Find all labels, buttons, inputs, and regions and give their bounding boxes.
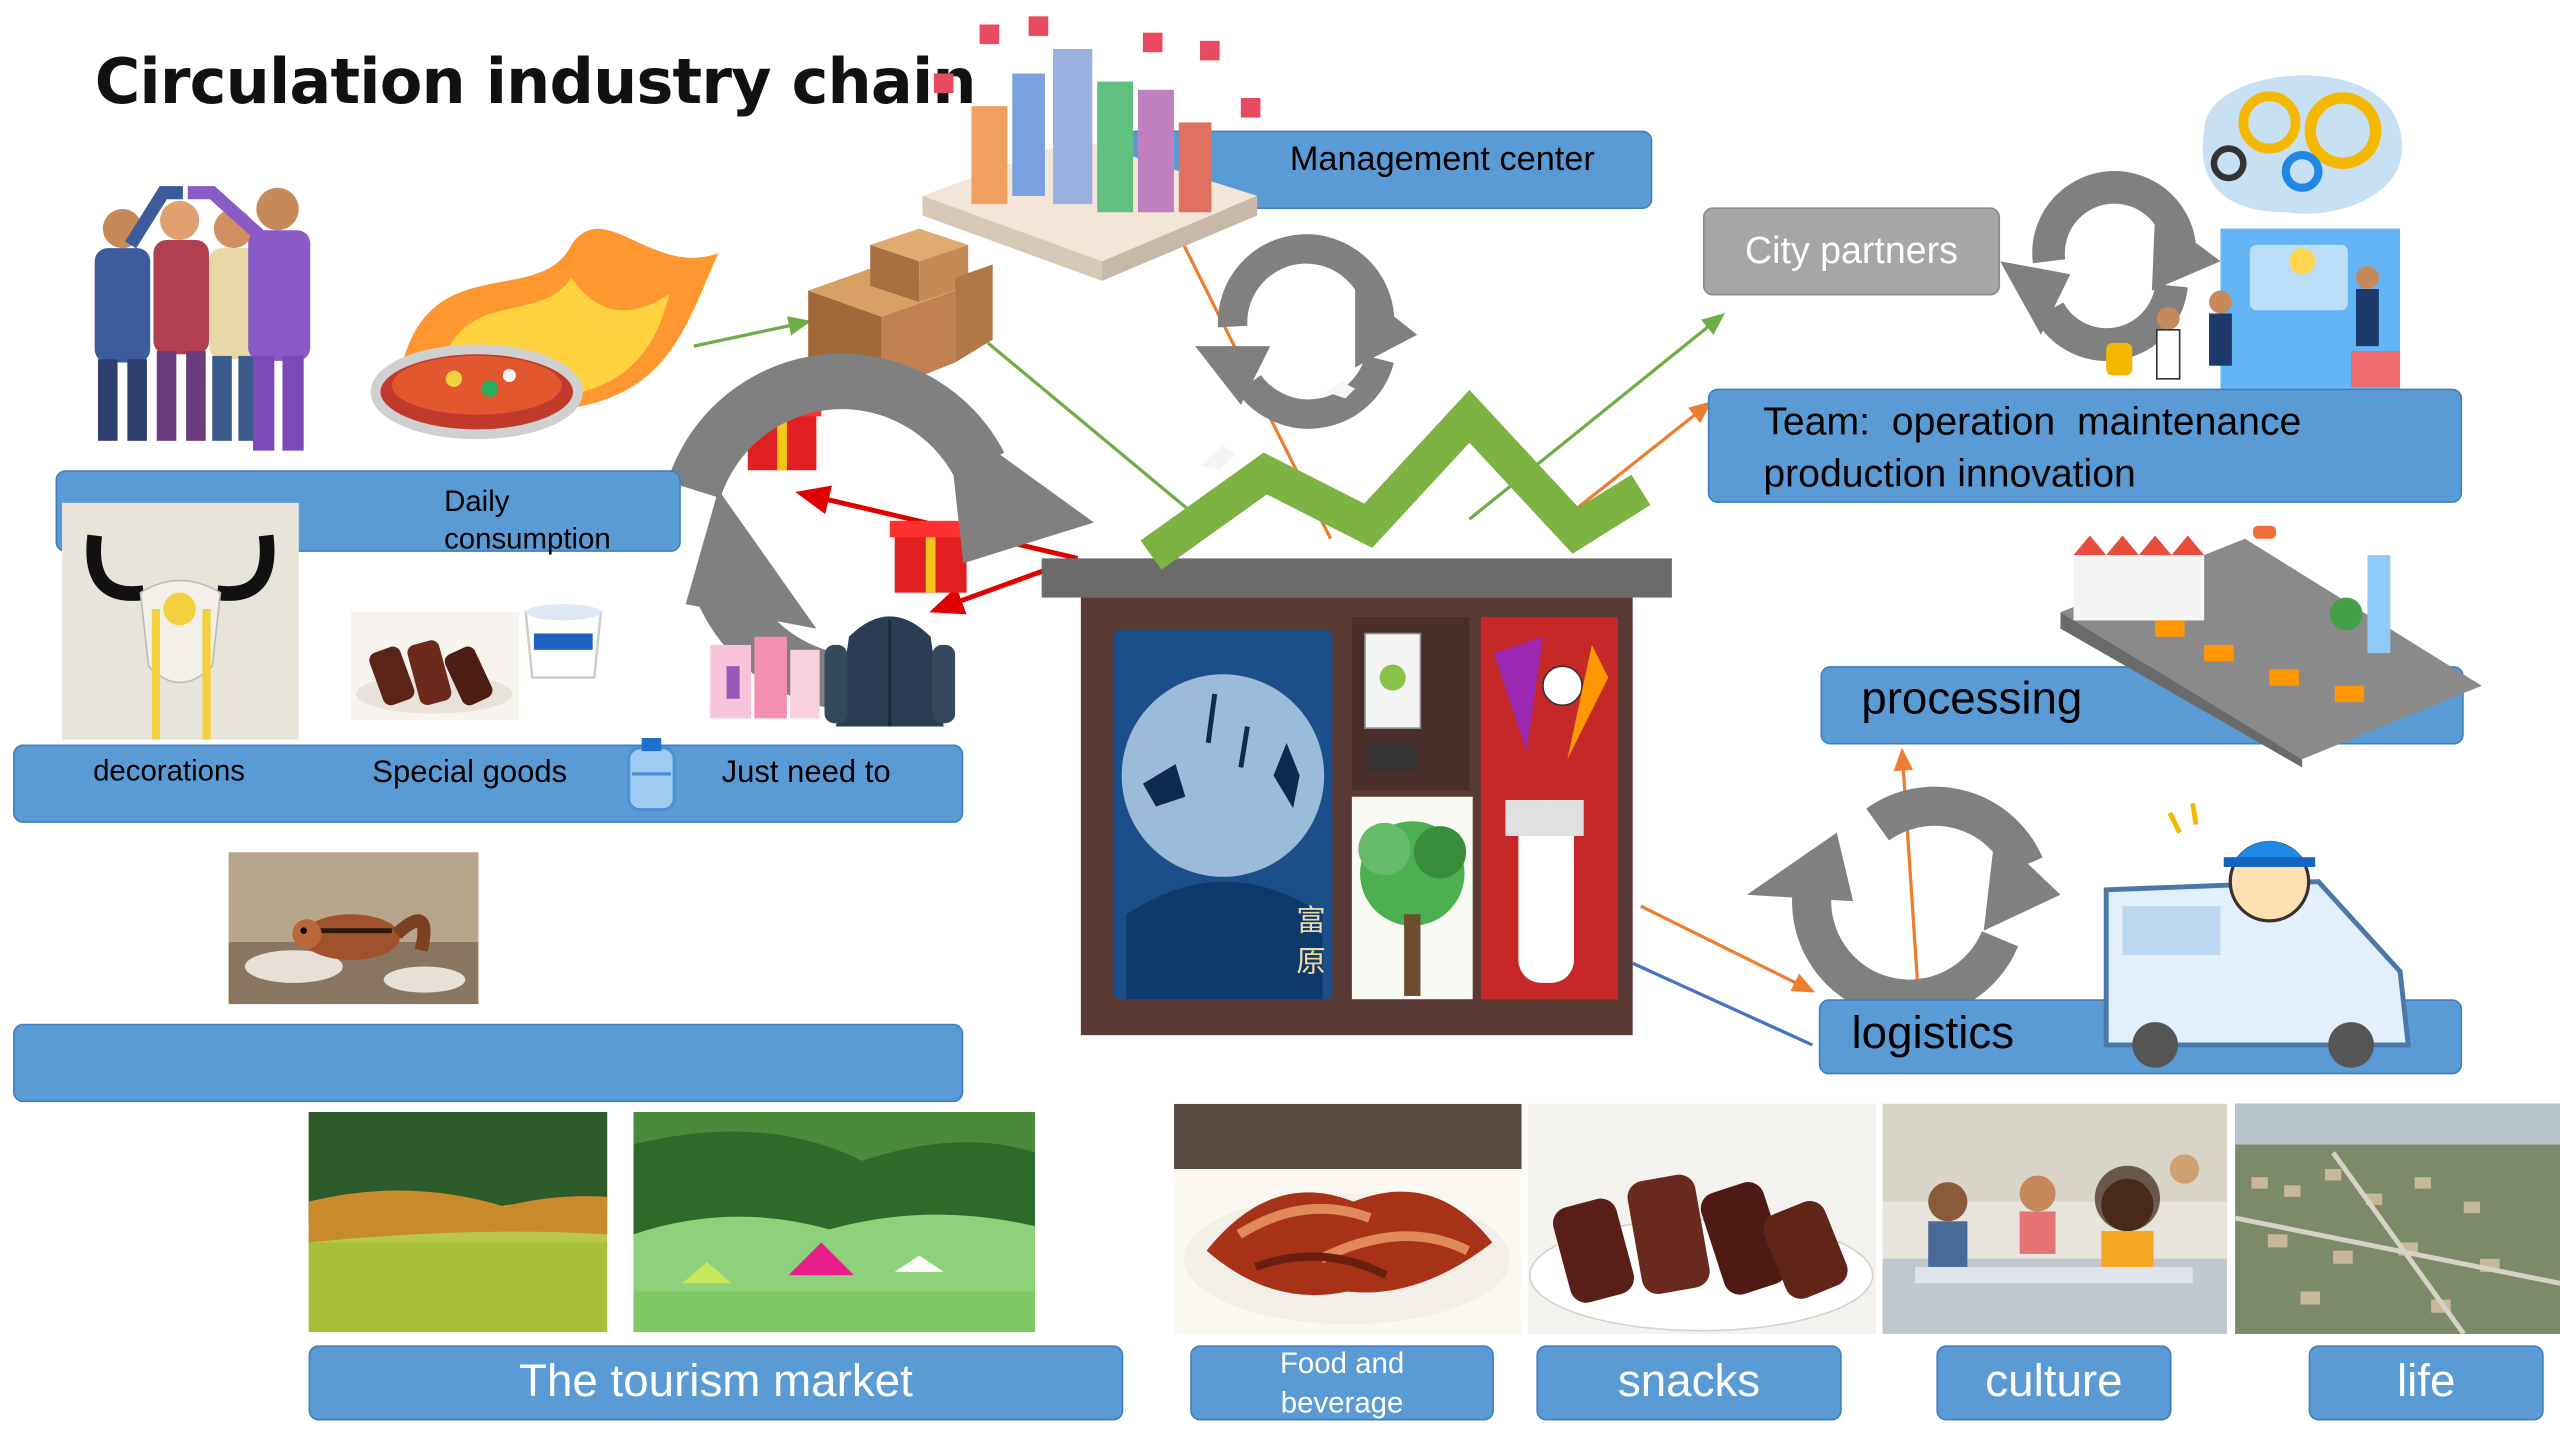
daily-consumption-label-line1: Daily <box>444 484 510 518</box>
culture-label: culture <box>1985 1355 2123 1406</box>
processing-label: processing <box>1861 672 2083 724</box>
meadow-photo <box>308 1111 608 1333</box>
snacks-box <box>1536 1345 1842 1421</box>
camping-photo <box>633 1111 1036 1333</box>
logistics-label: logistics <box>1851 1007 2015 1058</box>
food-beverage-label-line2: beverage <box>1280 1386 1404 1419</box>
culture-box <box>1936 1345 2172 1421</box>
line-boxes-to-kiosk <box>986 341 1202 521</box>
team-box <box>1707 388 2463 503</box>
classroom-photo <box>1882 1103 2228 1334</box>
goods-box <box>13 744 964 823</box>
line-kiosk-to-logistics-blue <box>1632 961 1813 1047</box>
team-label-line1: Team: operation maintenance <box>1763 400 2302 445</box>
svg-text:原: 原 <box>1296 944 1325 978</box>
arrow-kiosk-to-team <box>1558 401 1712 524</box>
arrow-hotpot-to-boxes <box>693 316 812 348</box>
city-partners-box <box>1702 207 2001 296</box>
tourism-market-label: The tourism market <box>519 1355 913 1406</box>
empty-bar-box <box>13 1023 964 1103</box>
management-center-label: Management center <box>1289 140 1595 178</box>
tourism-market-box <box>308 1345 1124 1421</box>
jerky-photo <box>1528 1103 1876 1334</box>
team-label-line2: production innovation <box>1763 452 2136 497</box>
city-partners-label: City partners <box>1745 228 1958 272</box>
jerky-icon <box>351 612 520 721</box>
svg-text:富: 富 <box>1296 904 1325 938</box>
chipmunk-photo <box>228 852 479 1005</box>
arrow-kiosk-to-logistics <box>1640 904 1816 993</box>
bacon-photo <box>1173 1103 1522 1334</box>
life-label: life <box>2396 1355 2456 1406</box>
page-title: Circulation industry chain <box>94 45 977 118</box>
food-beverage-box <box>1190 1345 1494 1421</box>
daily-consumption-label-line2: consumption <box>444 522 611 556</box>
special-goods-label: Special goods <box>372 755 568 791</box>
food-beverage-label-line1: Food and <box>1279 1346 1405 1380</box>
snacks-label: snacks <box>1617 1355 1761 1406</box>
yak-skull-icon <box>62 502 299 740</box>
decorations-label: decorations <box>93 754 246 787</box>
town-photo <box>2235 1103 2560 1334</box>
life-box <box>2308 1345 2544 1421</box>
just-need-to-label: Just need to <box>721 755 891 791</box>
